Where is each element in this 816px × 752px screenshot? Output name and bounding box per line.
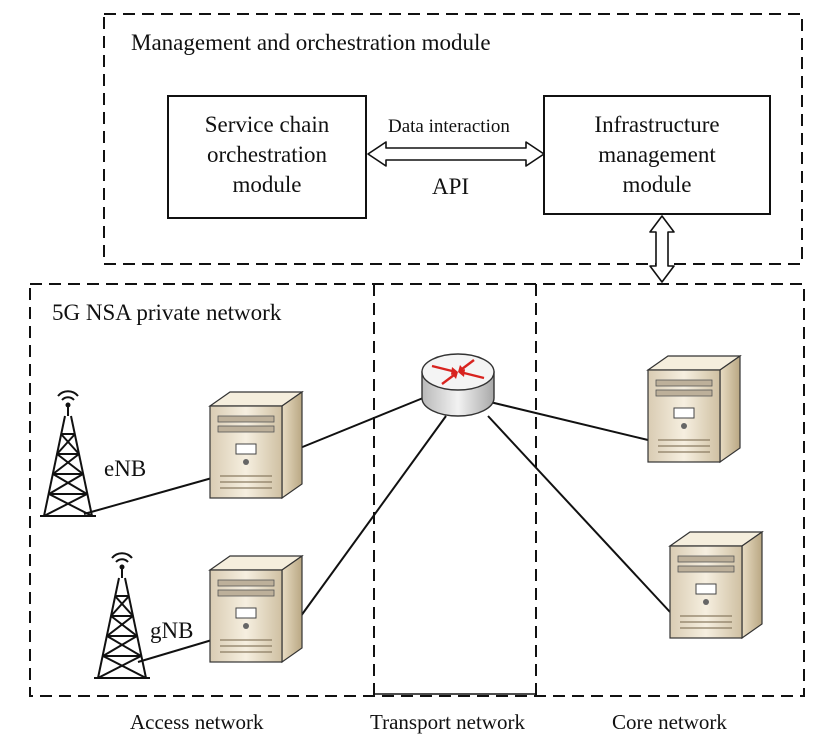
link-gnb-tower-server [137, 639, 213, 663]
transport-network-label: Transport network [370, 710, 525, 734]
access-server-icon-enb [209, 391, 303, 499]
private-network-title: 5G NSA private network [52, 300, 282, 325]
access-network-label: Access network [130, 710, 264, 734]
api-label: API [432, 174, 470, 199]
service-chain-label-line-3: module [232, 172, 302, 197]
link-router-core-server-1 [489, 401, 649, 441]
service-chain-box [167, 95, 367, 219]
access-server-icon-gnb [209, 555, 303, 663]
core-server-icon-1 [647, 355, 741, 463]
infrastructure-label-line-3: module [622, 172, 692, 197]
link-access-server-2-router [297, 415, 447, 621]
enb-tower-icon [39, 390, 97, 517]
infrastructure-label: Infrastructure management module [544, 110, 770, 200]
infrastructure-label-line-2: management [598, 142, 716, 167]
management-module-border [103, 13, 803, 265]
link-router-core-server-2 [487, 415, 671, 613]
infrastructure-label-line-1: Infrastructure [594, 112, 720, 137]
data-interaction-arrow [367, 141, 545, 167]
private-network-border [29, 283, 805, 697]
service-chain-label-line-2: orchestration [206, 142, 328, 167]
service-chain-label-line-1: Service chain [204, 112, 330, 137]
gnb-tower-icon [93, 552, 151, 679]
enb-label: eNB [104, 456, 147, 481]
link-access-server-1-router [299, 395, 429, 449]
link-enb-tower-server [83, 477, 213, 515]
infrastructure-box [543, 95, 771, 215]
data-interaction-label: Data interaction [388, 116, 510, 137]
vertical-link-arrow [649, 215, 675, 283]
gnb-label: gNB [150, 618, 194, 643]
core-server-icon-2 [669, 531, 763, 639]
management-module-title: Management and orchestration module [131, 30, 491, 55]
service-chain-label: Service chain orchestration module [168, 110, 366, 200]
core-network-label: Core network [612, 710, 727, 734]
router-icon [421, 353, 495, 417]
